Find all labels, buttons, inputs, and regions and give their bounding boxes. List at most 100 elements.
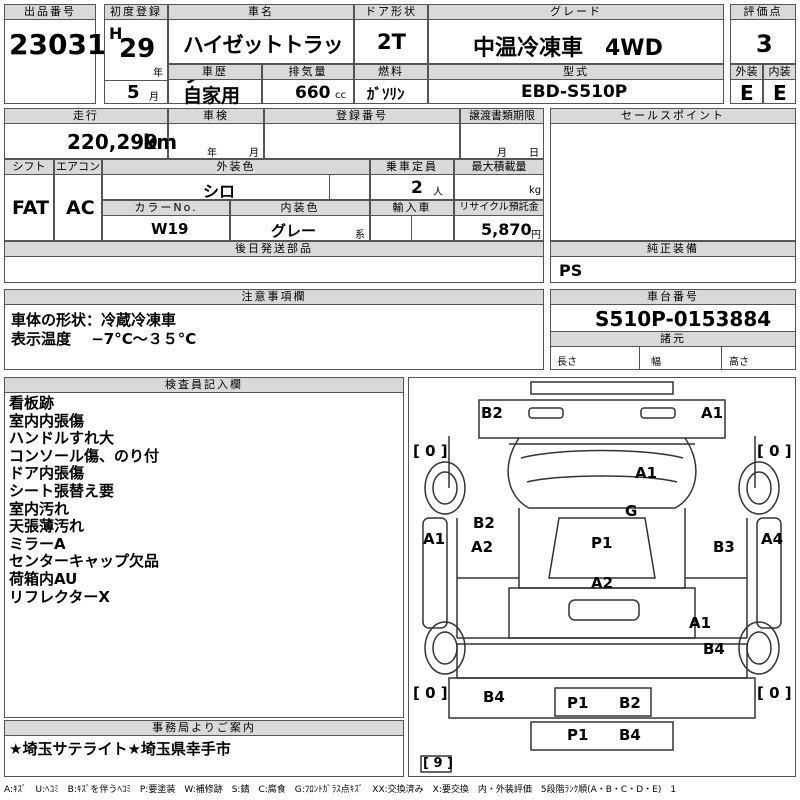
mileage-unit: km	[143, 130, 178, 154]
transfer-month-unit: 月	[497, 148, 507, 159]
capacity-cell: 2 人	[370, 174, 454, 200]
era: H	[109, 24, 123, 43]
first-reg-header: 初度登録	[104, 4, 168, 20]
inspector-header: 検査員記入欄	[4, 377, 404, 393]
dmg-a1-hood: A1	[635, 464, 658, 482]
remark-line: ミラーA	[9, 534, 66, 553]
ac-header: エアコン	[54, 159, 102, 175]
mileage: 220,299	[67, 130, 159, 154]
grade-cell: 中温冷凍車 4WD	[428, 19, 724, 64]
remark-line: ドア内張傷	[9, 464, 85, 483]
dmg-a2-center: A2	[591, 574, 614, 592]
transfer-header: 譲渡書類期限	[460, 108, 544, 124]
exterior-header: 外装	[730, 64, 763, 80]
capacity-unit: 人	[433, 187, 443, 198]
note-line-2: 表示温度 −7°C～３５°C	[11, 330, 197, 348]
dim-width: 幅	[651, 357, 661, 368]
dmg-b4-left-bottom: B4	[483, 688, 505, 706]
color-no-cell: W19	[102, 215, 230, 241]
dmg-p1-center: P1	[591, 534, 613, 552]
door-type: 2T	[377, 30, 406, 54]
dmg-a4-right: A4	[761, 530, 784, 548]
fuel: ｶﾞｿﾘﾝ	[367, 85, 405, 103]
score: 3	[756, 30, 773, 58]
grade-header: グレード	[428, 4, 724, 20]
remark-line: コンソール傷、のり付	[9, 446, 160, 465]
door-cell: 2T	[354, 19, 428, 64]
dmg-b2-left: B2	[473, 514, 495, 532]
sales-points-header: セールスポイント	[550, 108, 796, 124]
month-unit: 月	[149, 92, 159, 103]
dmg-a1-rear-right: A1	[689, 614, 712, 632]
recycle-fee: 5,870	[481, 220, 532, 239]
capacity-header: 乗車定員	[370, 159, 454, 175]
tire-front-right: [ 0 ]	[757, 442, 792, 460]
max-load-cell: kg	[454, 174, 544, 200]
dmg-a2-left: A2	[471, 538, 494, 556]
import-cell	[370, 215, 454, 241]
damage-diagram: B2 A1 [ 0 ] [ 0 ] A1 G B2 A1 A2 P1 B3 A4…	[408, 377, 796, 777]
dmg-a1-top: A1	[701, 404, 724, 422]
office-cell: ★埼玉サテライト★埼玉県幸手市	[4, 735, 404, 777]
tire-front-left: [ 0 ]	[413, 442, 448, 460]
remark-line: 看板跡	[9, 394, 55, 412]
ac: AC	[66, 197, 95, 219]
reg-year: 29	[119, 34, 156, 64]
int-color-header: 内装色	[230, 200, 370, 216]
remark-line: 室内汚れ	[9, 499, 70, 518]
history-cell: 自家用	[168, 79, 262, 107]
sales-points-cell	[550, 123, 796, 241]
fuel-cell: ｶﾞｿﾘﾝ	[354, 79, 428, 104]
displacement-cell: 660 cc	[262, 79, 354, 104]
dims-cell: 長さ 幅 高さ	[550, 346, 796, 370]
notes-header: 注意事項欄	[4, 289, 544, 305]
int-color-cell: グレー 系	[230, 215, 370, 241]
grade: 中温冷凍車 4WD	[473, 36, 663, 61]
ext-color: シロ	[203, 182, 236, 201]
reg-month: 5	[127, 82, 140, 103]
exterior-grade: E	[740, 81, 754, 105]
interior-header: 内装	[763, 64, 796, 80]
max-load-unit: kg	[529, 185, 542, 196]
remark-line: 室内内張傷	[9, 411, 85, 430]
chassis-header: 車台番号	[550, 289, 796, 305]
transfer-day-unit: 日	[529, 148, 539, 159]
transfer-cell: 月 日	[460, 123, 544, 159]
header-block: 出品番号 23031 初度登録 H 29 年 5 月 車名 ハイゼットトラック …	[4, 4, 796, 107]
office-header: 事務局よりご案内	[4, 720, 404, 736]
recycle-unit: 円	[531, 230, 541, 241]
dmg-b2-box: B2	[619, 694, 641, 712]
dim-length: 長さ	[557, 357, 577, 368]
fuel-header: 燃料	[354, 64, 428, 80]
dim-height: 高さ	[729, 357, 749, 368]
shift-cell: FAT	[4, 174, 54, 241]
dmg-b4-bottom: B4	[619, 726, 641, 744]
legend: A:ｷｽﾞ U:ﾍｺﾐ B:ｷｽﾞを伴うﾍｺﾐ P:要塗装 W:補修跡 S:錆 …	[4, 785, 677, 795]
truck-outline-diagram	[420, 381, 782, 773]
ext-color-header: 外装色	[102, 159, 370, 175]
exterior-cell: E	[730, 79, 763, 105]
int-color: グレー	[271, 222, 317, 240]
score-header: 評価点	[730, 4, 796, 20]
max-load-header: 最大積載量	[454, 159, 544, 175]
inspection-cell: 年 月	[168, 123, 264, 159]
shift: FAT	[12, 197, 49, 219]
dmg-b3-right: B3	[713, 538, 735, 556]
registration-header: 登録番号	[264, 108, 460, 124]
import-header: 輸入車	[370, 200, 454, 216]
registration-cell	[264, 123, 460, 159]
genuine-equip-cell: PS	[550, 256, 796, 283]
tire-rear-right: [ 0 ]	[757, 684, 792, 702]
lot-number: 23031	[9, 28, 107, 61]
remark-line: 荷箱内AU	[9, 569, 78, 588]
lot-no-header: 出品番号	[4, 4, 96, 20]
model-code-header: 型式	[428, 64, 724, 80]
ac-cell: AC	[54, 174, 102, 241]
remark-line: シート張替え要	[9, 481, 115, 500]
dmg-a1-left-side: A1	[423, 530, 446, 548]
tire-rear-left: [ 0 ]	[413, 684, 448, 702]
color-no: W19	[151, 220, 189, 238]
capacity: 2	[411, 178, 423, 198]
remark-line: 天張薄汚れ	[9, 517, 85, 536]
genuine-equipment: PS	[559, 261, 583, 280]
